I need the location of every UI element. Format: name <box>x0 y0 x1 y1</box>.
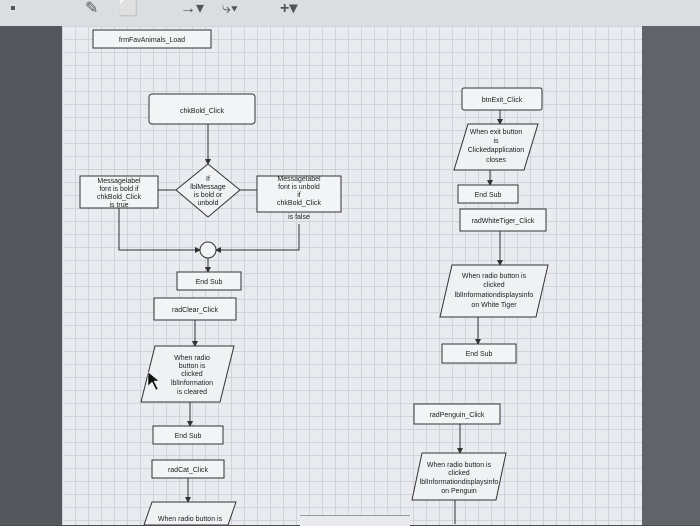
chkbold-click-label: chkBold_Click <box>180 108 224 115</box>
mouse-cursor-icon <box>147 371 160 391</box>
insert-plus-icon[interactable]: +▾ <box>280 0 298 17</box>
radclear-para-line-5: is cleared <box>177 389 207 396</box>
screen-bezel-right <box>642 26 700 525</box>
right-note-line-2: font is unbold <box>278 184 320 191</box>
btnexit-click-label: btnExit_Click <box>482 97 523 104</box>
merge-node[interactable] <box>199 241 217 259</box>
screen-bezel-left <box>0 26 62 525</box>
radwhitetiger-para[interactable]: When radio button is clicked lblInformat… <box>439 264 549 318</box>
edge-left-merge <box>118 208 201 253</box>
btnexit-para[interactable]: When exit button is Clickedapplication c… <box>453 123 539 171</box>
pointer-icon[interactable]: ▪ <box>10 0 16 17</box>
decision-line-1: If <box>206 176 210 183</box>
radwhitetiger-end-sub-box[interactable]: End Sub <box>441 343 517 364</box>
btnexit-para-line-2: is <box>493 138 499 145</box>
radpenguin-para[interactable]: When radio button is clicked lblInformat… <box>411 452 507 501</box>
right-note-line-5: is false <box>288 214 310 221</box>
left-note-line-3: chkBold_Click <box>97 194 141 201</box>
radwhitetiger-click-label: radWhiteTiger_Click <box>472 218 535 225</box>
form-load-box[interactable]: frmFavAnimals_Load <box>92 29 212 49</box>
radwhitetiger-click-box[interactable]: radWhiteTiger_Click <box>459 208 547 232</box>
radpenguin-para-line-1: When radio button is <box>427 462 492 469</box>
bold-false-box[interactable]: Messagelabel font is unbold if chkBold_C… <box>256 175 342 221</box>
radpenguin-para-line-2: clicked <box>448 470 470 477</box>
decision-line-3: is bold or <box>194 192 223 199</box>
connector-icon[interactable]: ⤷▾ <box>222 0 238 17</box>
left-note-line-1: Messagelabel <box>97 178 141 185</box>
radpenguin-para-line-3: lblInformationdisplaysinfo <box>420 479 499 486</box>
radcat-click-box[interactable]: radCat_Click <box>151 459 225 479</box>
radwhitetiger-para-line-1: When radio button is <box>462 273 527 280</box>
radclear-para-line-4: lblInformation <box>171 380 213 387</box>
radclear-para-line-3: clicked <box>181 371 203 378</box>
radwhitetiger-para-line-3: lblInformationdisplaysinfo <box>455 292 534 299</box>
radclear-click-label: radClear_Click <box>172 307 218 314</box>
radclear-end-sub-box[interactable]: End Sub <box>152 425 224 445</box>
radwhitetiger-para-line-2: clicked <box>483 282 505 289</box>
radwhitetiger-para-line-4: on White Tiger <box>471 302 517 309</box>
radclear-para[interactable]: When radio button is clicked lblInformat… <box>140 345 235 403</box>
form-load-label: frmFavAnimals_Load <box>119 37 185 44</box>
radclear-para-line-2: button is <box>179 363 206 370</box>
bold-true-box[interactable]: Messagelabel font is bold if chkBold_Cli… <box>79 175 159 209</box>
right-note-line-1: Messagelabel <box>277 176 321 183</box>
left-note-line-2: font is bold if <box>99 186 138 193</box>
radclear-end-sub-label: End Sub <box>175 433 202 440</box>
chkbold-click-box[interactable]: chkBold_Click <box>148 93 256 125</box>
btnexit-para-line-3: Clickedapplication <box>468 147 525 154</box>
bold-decision-diamond[interactable]: If lblMessage is bold or unbold <box>175 163 241 218</box>
edge-right-merge <box>215 224 300 253</box>
canvas-bottom-panel <box>300 515 410 526</box>
radpenguin-click-box[interactable]: radPenguin_Click <box>413 403 501 425</box>
radcat-click-label: radCat_Click <box>168 467 209 474</box>
radclear-para-line-1: When radio <box>174 355 210 362</box>
toolbar: ▪ ✎ ⬜ →▾ ⤷▾ +▾ <box>0 0 700 26</box>
right-note-line-4: chkBold_Click <box>277 200 321 207</box>
btnexit-para-line-4: closes <box>486 157 506 164</box>
radwhitetiger-end-sub-label: End Sub <box>466 351 493 358</box>
edit-icon[interactable]: ✎ <box>85 0 99 17</box>
btnexit-para-line-1: When exit button <box>470 129 523 136</box>
chkbold-end-sub-box[interactable]: End Sub <box>176 271 242 291</box>
btnexit-end-sub-label: End Sub <box>475 192 502 199</box>
arrow-style-icon[interactable]: →▾ <box>180 0 205 17</box>
chkbold-end-sub-label: End Sub <box>196 279 223 286</box>
radcat-para[interactable]: When radio button is <box>143 501 237 525</box>
decision-line-2: lblMessage <box>190 184 226 191</box>
left-note-line-4: is true <box>109 202 128 209</box>
btnexit-end-sub-box[interactable]: End Sub <box>457 184 519 204</box>
decision-line-4: unbold <box>197 200 218 207</box>
radcat-para-line-1: When radio button is <box>158 516 223 523</box>
radpenguin-para-line-4: on Penguin <box>441 488 477 495</box>
shape-icon[interactable]: ⬜ <box>118 0 138 17</box>
radclear-click-box[interactable]: radClear_Click <box>153 297 237 321</box>
radpenguin-click-label: radPenguin_Click <box>430 412 485 419</box>
right-note-line-3: if <box>297 192 301 199</box>
btnexit-click-box[interactable]: btnExit_Click <box>461 87 543 111</box>
